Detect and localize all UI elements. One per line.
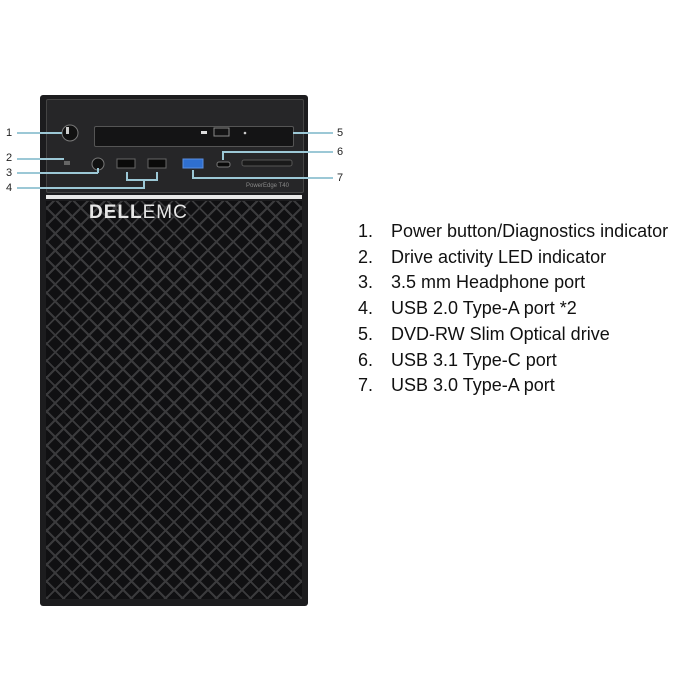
callout-7: 7 — [337, 172, 344, 184]
callout-4: 4 — [6, 182, 13, 194]
model-label: PowerEdge T40 — [246, 183, 289, 189]
callout-6: 6 — [337, 146, 344, 158]
usb2-port-2 — [147, 158, 167, 169]
legend-item: 2.Drive activity LED indicator — [358, 246, 607, 267]
callout-5: 5 — [337, 127, 344, 139]
usb-c-port — [216, 161, 231, 168]
callout-2: 2 — [6, 152, 13, 164]
legend-item: 1.Power button/Diagnostics indicator — [358, 221, 669, 241]
legend-item: 4.USB 2.0 Type-A port *2 — [358, 298, 577, 319]
optical-drive — [94, 126, 294, 147]
legend-item: 3.3.5 mm Headphone port — [358, 272, 586, 293]
vent-slot — [241, 159, 293, 167]
legend-item: 5.DVD-RW Slim Optical drive — [358, 323, 610, 344]
legend-item: 6.USB 3.1 Type-C port — [358, 349, 557, 370]
power-button — [61, 124, 79, 142]
usb3-port — [182, 158, 204, 169]
legend-list: 1.Power button/Diagnostics indicator 2.D… — [358, 219, 668, 399]
mesh-grille — [46, 201, 302, 599]
dell-emc-logo: DELLEMC — [89, 202, 188, 223]
drive-led — [64, 161, 70, 165]
front-bezel: PowerEdge T40 — [40, 95, 308, 606]
legend-item: 7.USB 3.0 Type-A port — [358, 375, 555, 396]
callout-3: 3 — [6, 167, 13, 179]
callout-1: 1 — [6, 127, 13, 139]
usb2-port-1 — [116, 158, 136, 169]
white-strip — [46, 195, 302, 199]
